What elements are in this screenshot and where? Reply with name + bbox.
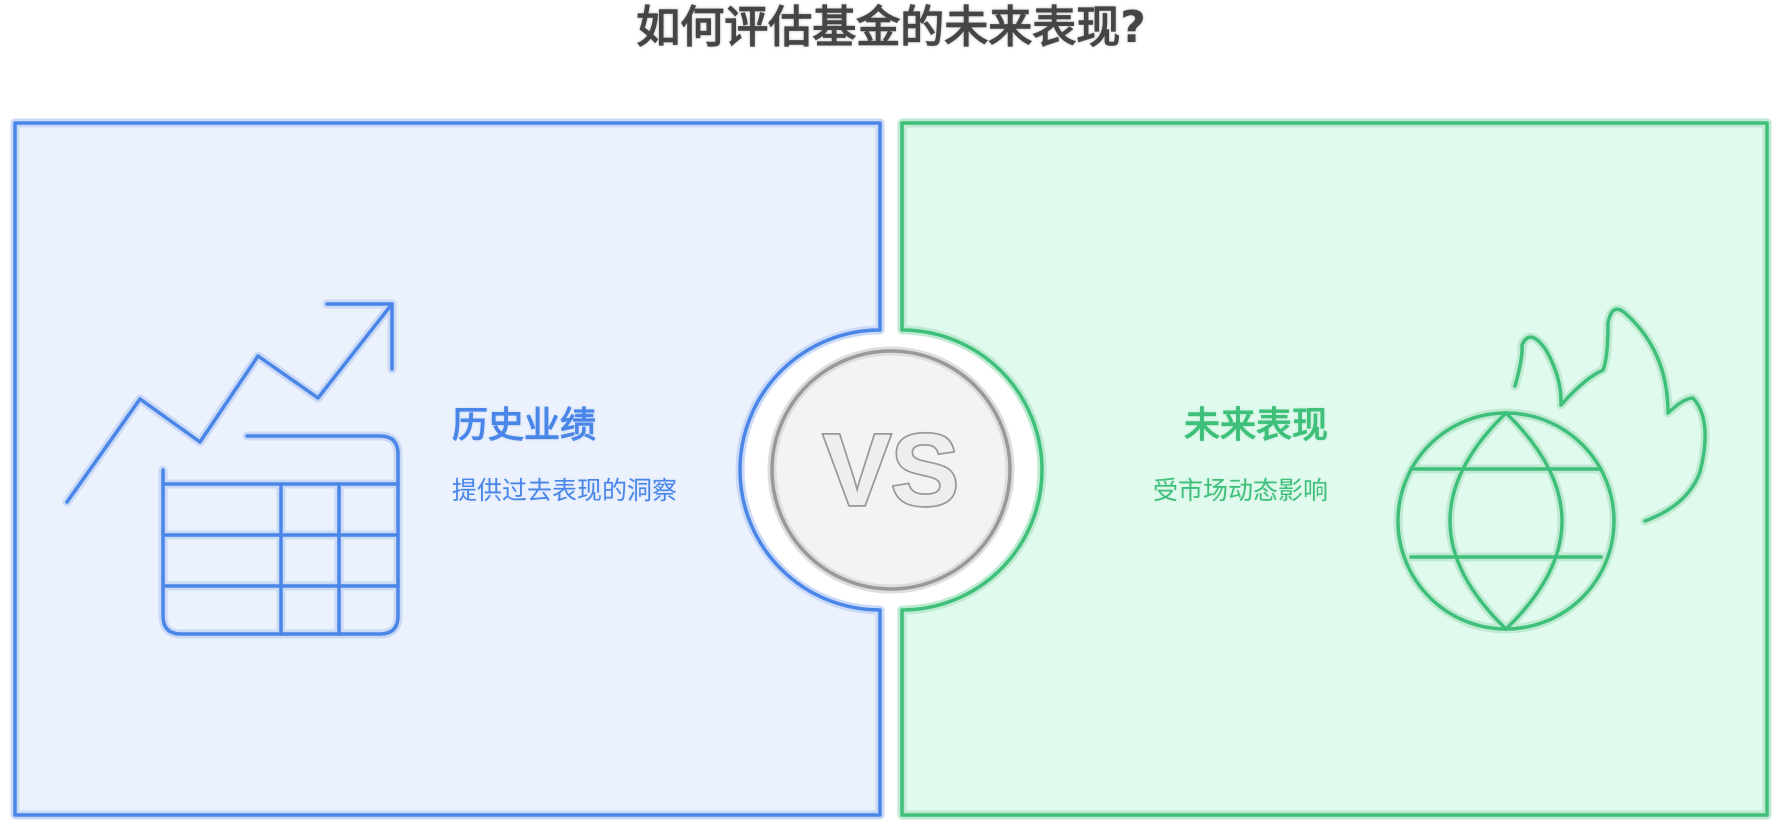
right-panel	[897, 118, 1772, 820]
globe-fire-icon	[1393, 304, 1710, 634]
left-panel-title: 历史业绩	[452, 405, 597, 446]
page-title: 如何评估基金的未来表现?	[636, 2, 1146, 53]
left-panel-description: 提供过去表现的洞察	[452, 476, 678, 505]
right-panel-description: 受市场动态影响	[1152, 476, 1328, 505]
left-panel	[10, 118, 885, 820]
chart-table-icon	[62, 299, 403, 639]
right-panel-title: 未来表现	[1183, 405, 1328, 446]
vs-label: VS	[823, 413, 959, 527]
